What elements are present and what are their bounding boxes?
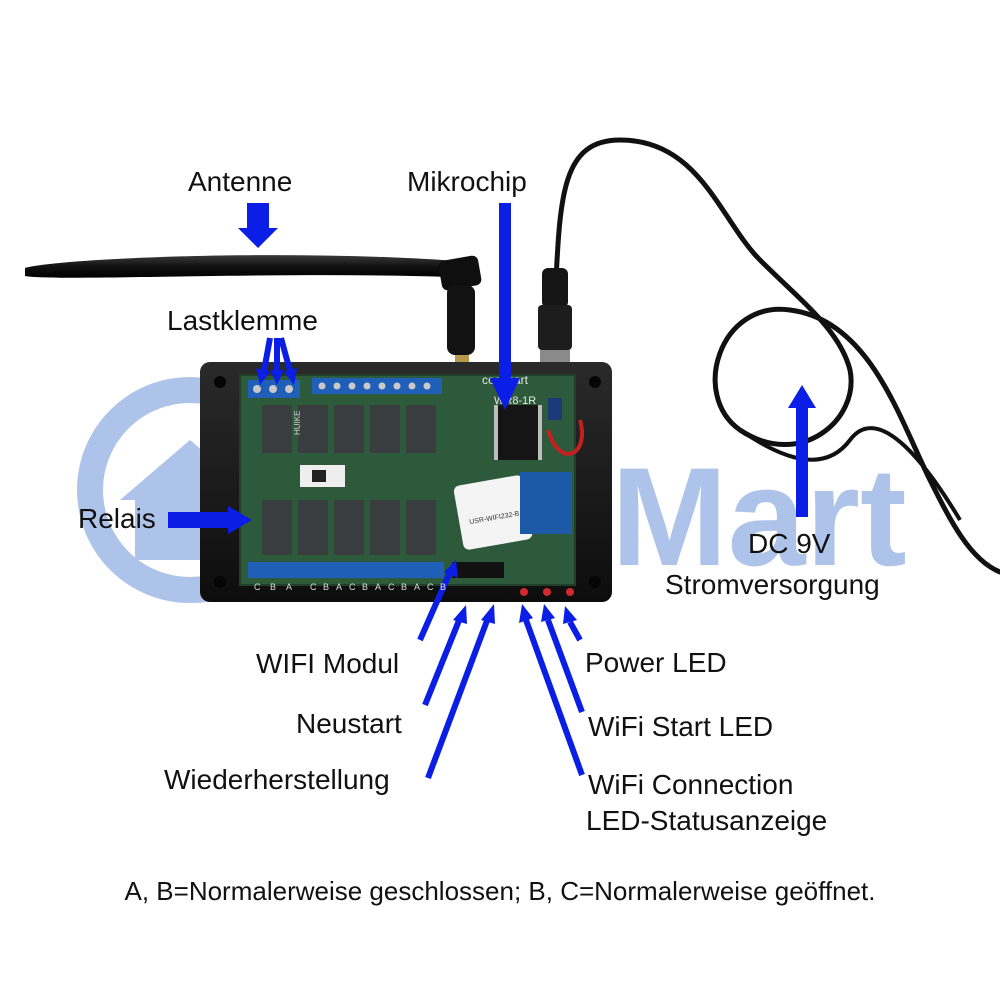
label-antenne: Antenne [188,166,293,197]
terminal-block-top [248,378,442,398]
arrow-neustart [422,605,467,707]
power-cable [552,137,1000,575]
arrow-wifi-start-led [541,604,585,714]
label-wifi-modul: WIFI Modul [256,648,400,679]
label-power-led: Power LED [585,647,727,678]
arrow-lastklemme [256,337,297,385]
arrow-wifi-connection-led [519,604,585,777]
label-mikrochip: Mikrochip [407,166,527,197]
label-relais: Relais [78,503,156,534]
terminal-letter-left: C [254,582,261,592]
label-stromversorgung: Stromversorgung [665,569,880,600]
relay-group-upper [262,405,436,453]
capacitor [548,398,562,420]
wifi-connection-led [520,588,528,596]
label-led-statusanzeige: LED-Statusanzeige [586,805,828,836]
pointer-arrows [168,203,816,534]
relay-group-lower [262,500,436,555]
terminal-letter: C [427,582,434,592]
arrow-relais [168,506,252,534]
label-wifi-start-led: WiFi Start LED [588,711,774,742]
power-led [566,588,574,596]
terminal-letter: C [310,582,317,592]
terminal-letter-left: A [286,582,292,592]
label-lastklemme: Lastklemme [167,305,318,336]
label-neustart: Neustart [296,708,402,739]
terminal-letter: A [375,582,381,592]
terminal-letter: B [401,582,407,592]
terminal-block-bottom [248,562,504,578]
terminal-letter: C [388,582,395,592]
terminal-letter: C [349,582,356,592]
arrow-antenne [238,203,278,248]
terminal-letter-left: B [270,582,276,592]
arrow-wiederherstellung [425,604,495,780]
label-wiederherstellung: Wiederherstellung [164,764,390,795]
microchip [494,405,542,460]
terminal-letter: A [414,582,420,592]
terminal-letter: B [440,582,446,592]
arrow-mikrochip [490,203,520,410]
label-wifi-connection: WiFi Connection [588,769,794,800]
terminal-letter: B [362,582,368,592]
arrow-dc [788,385,816,517]
relay-print: HUIKE [293,411,302,435]
label-dc: DC 9V [748,528,831,559]
terminal-letter: A [336,582,342,592]
arrow-power-led [563,606,583,642]
arrow-wifi-modul [417,560,458,642]
wifi-module: USR-WIFI232-B [453,475,533,550]
footer-note: A, B=Normalerweise geschlossen; B, C=Nor… [124,876,876,906]
wifi-start-led [543,588,551,596]
terminal-letter: B [323,582,329,592]
